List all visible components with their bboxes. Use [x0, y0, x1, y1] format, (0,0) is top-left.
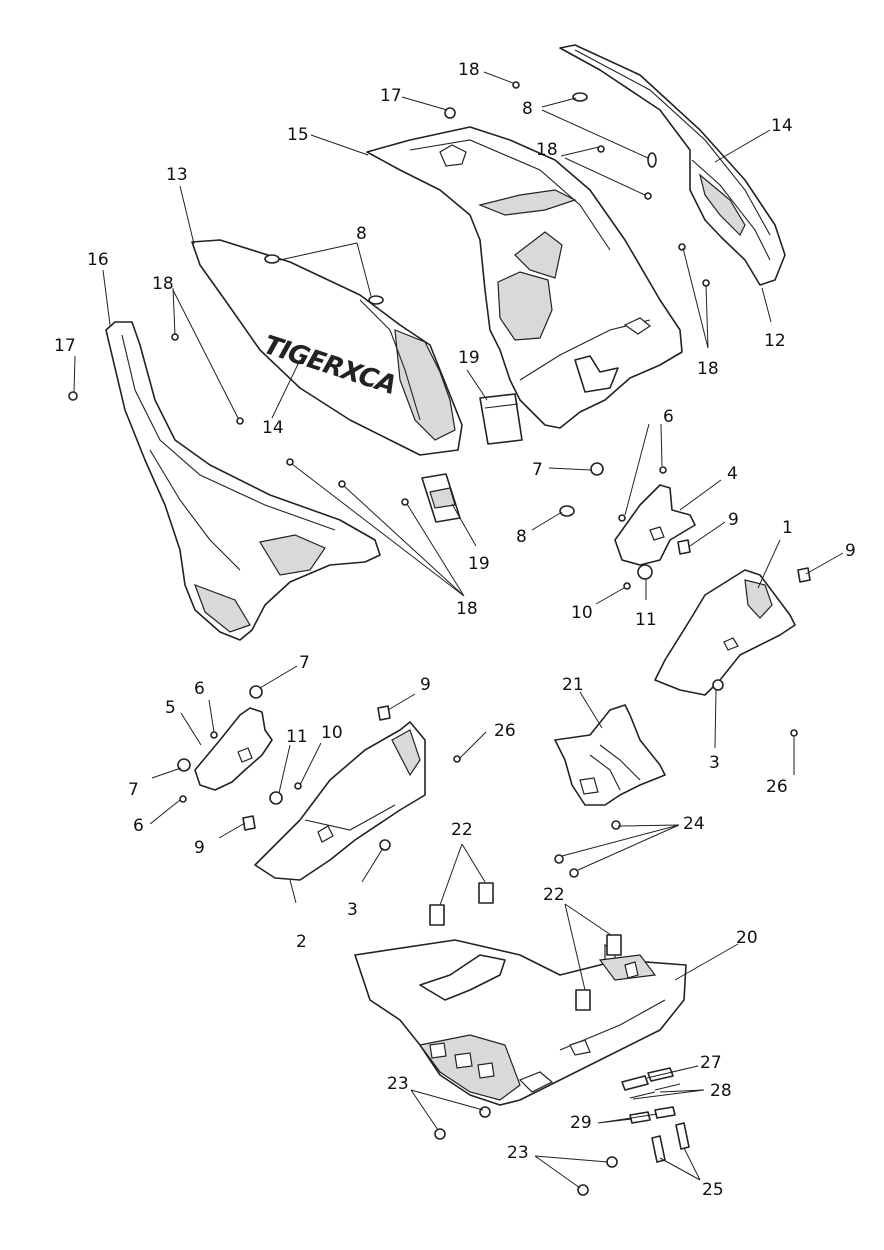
callout-8: 8 — [356, 224, 367, 244]
callout-9: 9 — [845, 541, 856, 561]
part-1-lower-panel-right — [654, 569, 796, 696]
callout-9: 9 — [194, 838, 205, 858]
callout-3: 3 — [347, 900, 358, 920]
callout-labels: 1 2 3 3 4 5 6 6 6 7 7 7 8 8 8 9 9 9 9 10… — [54, 60, 856, 1200]
part-14-upper-trim — [559, 44, 786, 286]
callout-22: 22 — [543, 885, 565, 905]
callout-12: 12 — [764, 331, 786, 351]
callout-23: 23 — [507, 1143, 529, 1163]
callout-14: 14 — [262, 418, 284, 438]
callout-13: 13 — [166, 165, 188, 185]
part-16-side-fairing — [105, 321, 381, 641]
callout-18: 18 — [458, 60, 480, 80]
callout-7: 7 — [532, 460, 543, 480]
callout-26: 26 — [766, 777, 788, 797]
callout-20: 20 — [736, 928, 758, 948]
callout-6: 6 — [194, 679, 205, 699]
callout-1: 1 — [782, 518, 793, 538]
callout-29: 29 — [570, 1113, 592, 1133]
callout-27: 27 — [700, 1053, 722, 1073]
callout-6: 6 — [133, 816, 144, 836]
part-5-bracket — [194, 707, 273, 791]
callout-18: 18 — [152, 274, 174, 294]
callout-5: 5 — [165, 698, 176, 718]
callout-7: 7 — [299, 653, 310, 673]
callout-8: 8 — [522, 99, 533, 119]
part-15-upper-cowl — [366, 126, 683, 429]
callout-26: 26 — [494, 721, 516, 741]
part-19-rubber-pad-upper — [479, 393, 523, 445]
callout-4: 4 — [727, 464, 738, 484]
callout-19: 19 — [468, 554, 490, 574]
callout-18: 18 — [536, 140, 558, 160]
callout-16: 16 — [87, 250, 109, 270]
callout-21: 21 — [562, 675, 584, 695]
callout-9: 9 — [728, 510, 739, 530]
callout-3: 3 — [709, 753, 720, 773]
callout-28: 28 — [710, 1081, 732, 1101]
part-19-rubber-pad-lower — [421, 473, 461, 523]
callout-25: 25 — [702, 1180, 724, 1200]
callout-6: 6 — [663, 407, 674, 427]
callout-11: 11 — [635, 610, 657, 630]
leader-lines — [73, 71, 844, 1189]
callout-23: 23 — [387, 1074, 409, 1094]
callout-8: 8 — [516, 527, 527, 547]
part-4-bracket — [614, 484, 696, 566]
callout-18: 18 — [697, 359, 719, 379]
callout-10: 10 — [571, 603, 593, 623]
callout-22: 22 — [451, 820, 473, 840]
callout-17: 17 — [54, 336, 76, 356]
callout-11: 11 — [286, 727, 308, 747]
callout-10: 10 — [321, 723, 343, 743]
fasteners — [68, 81, 811, 1196]
part-20-skid-plate — [354, 939, 687, 1106]
callout-17: 17 — [380, 86, 402, 106]
callout-19: 19 — [458, 348, 480, 368]
callout-14: 14 — [771, 116, 793, 136]
part-2-lower-panel-left — [254, 721, 426, 881]
callout-18: 18 — [456, 599, 478, 619]
callout-24: 24 — [683, 814, 705, 834]
callout-2: 2 — [296, 932, 307, 952]
callout-7: 7 — [128, 780, 139, 800]
part-21-shield — [554, 704, 666, 806]
callout-9: 9 — [420, 675, 431, 695]
callout-15: 15 — [287, 125, 309, 145]
part-13-side-panel: TIGERXCA — [191, 239, 463, 456]
